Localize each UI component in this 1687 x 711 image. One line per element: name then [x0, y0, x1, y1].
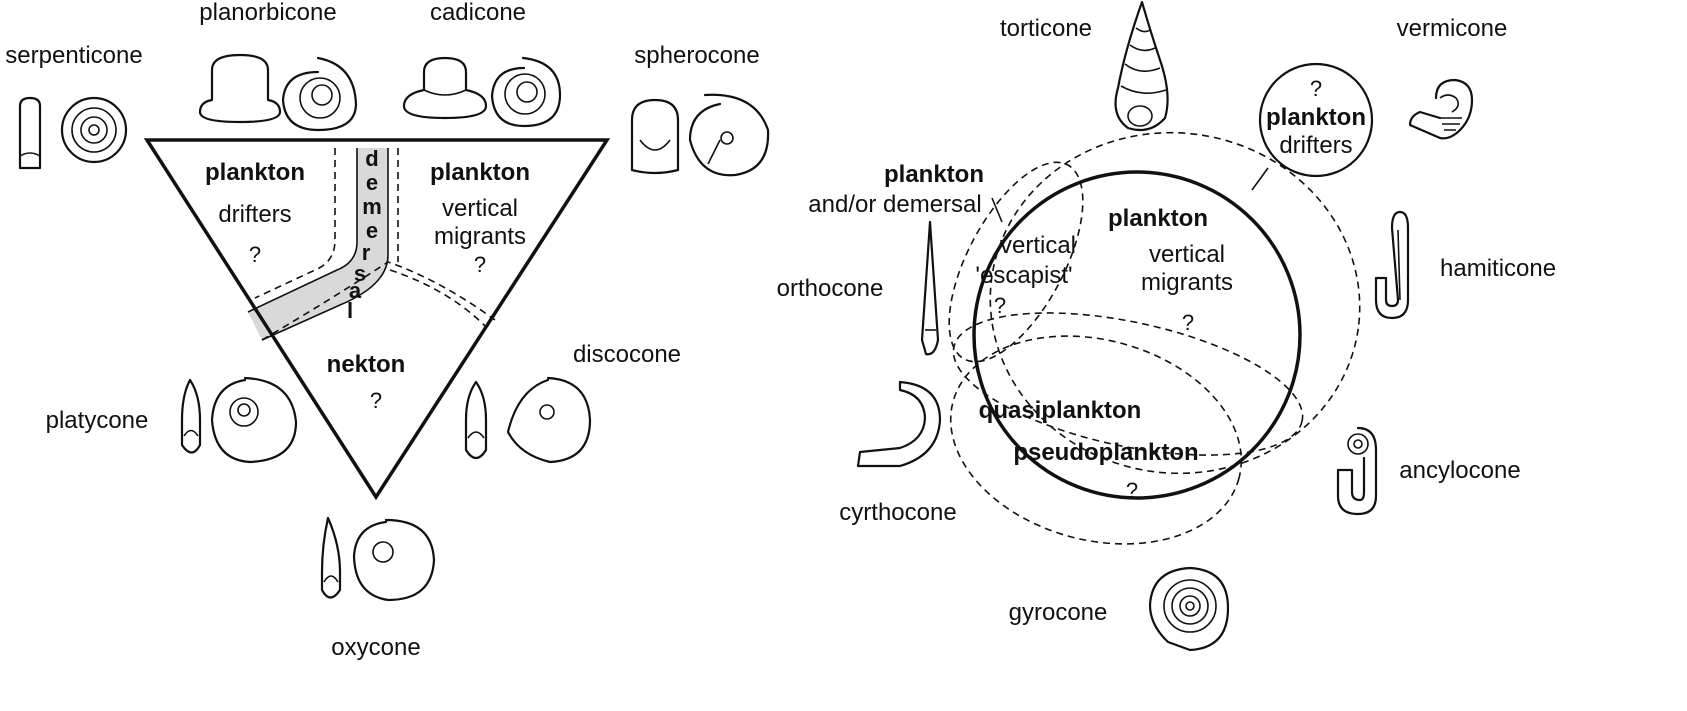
zone-quasiplankton-title: quasiplankton: [979, 397, 1142, 424]
morphotype-torticone-label: torticone: [1000, 15, 1092, 42]
zone-plankton-migrants-sub2: migrants: [434, 223, 526, 250]
outer-plankton-drifters-ellipse: [989, 131, 1361, 475]
demersal-band: [247, 148, 399, 341]
zone-nekton-q: ?: [370, 388, 382, 413]
torticone-shell-icon: [1114, 0, 1169, 132]
escapist-ellipse: [948, 161, 1084, 363]
zone-circle-plankton-sub2: migrants: [1141, 269, 1233, 296]
oxycone-shell-icon: [320, 516, 436, 602]
cadicone-shell-icon: [402, 56, 562, 128]
morphotype-cadicone-label: cadicone: [430, 0, 526, 26]
demersal-letter: e: [366, 170, 378, 195]
zone-pseudoplankton-q: ?: [1126, 478, 1138, 503]
morphotype-hamiticone-label: hamiticone: [1440, 255, 1556, 282]
nekton-boundary: [261, 261, 496, 341]
circle-diagram: ? plankton drifters plankton and/or deme…: [777, 0, 1556, 652]
zone-plankton-drifters-title: plankton: [205, 159, 305, 186]
pseudoplankton-ellipse: [949, 335, 1243, 545]
demersal-letter: l: [347, 298, 353, 323]
demersal-letter: s: [354, 261, 366, 286]
zone-escapist-line2: 'escapist': [975, 262, 1072, 289]
demersal-letter: a: [349, 278, 362, 303]
ancylocone-shell-icon: [1336, 426, 1378, 516]
zone-drifters-q: ?: [1310, 76, 1322, 101]
morphotype-vermicone-label: vermicone: [1397, 15, 1508, 42]
zone-plankton-demersal-sub: and/or demersal: [808, 191, 981, 218]
spherocone-shell-icon: [630, 93, 770, 177]
orthocone-shell-icon: [920, 220, 940, 356]
platycone-shell-icon: [180, 376, 298, 464]
hamiticone-shell-icon: [1374, 210, 1410, 320]
morphotype-platycone-label: platycone: [46, 407, 149, 434]
serpenticone-shell-icon: [18, 96, 128, 170]
gyrocone-shell-icon: [1148, 566, 1230, 652]
migrants-boundary: [389, 269, 488, 329]
zone-escapist-q: ?: [994, 293, 1006, 318]
zone-drifters-title: plankton: [1266, 104, 1366, 131]
planorbicone-shell-icon: [198, 53, 358, 132]
demersal-letter: e: [366, 218, 378, 243]
morphotype-gyrocone-label: gyrocone: [1009, 599, 1108, 626]
demersal-letter: r: [362, 240, 371, 265]
morphotype-spherocone-label: spherocone: [634, 42, 759, 69]
morphotype-oxycone-label: oxycone: [331, 634, 420, 661]
cyrthocone-shell-icon: [856, 380, 942, 468]
zone-pseudoplankton-title: pseudoplankton: [1013, 439, 1198, 466]
demersal-letter: d: [365, 146, 378, 171]
plankton-demersal-pointer: [991, 197, 1003, 223]
triangle-outline: [143, 138, 611, 501]
zone-escapist-line1: vertical: [1000, 232, 1076, 259]
morphotype-planorbicone-label: planorbicone: [199, 0, 336, 26]
vermicone-shell-icon: [1408, 78, 1474, 140]
triangle-diagram: plankton drifters ? d e m e r s a l plan…: [5, 0, 770, 661]
quasiplankton-ellipse: [952, 312, 1304, 456]
demersal-letters: d e m e r s a l: [347, 146, 382, 323]
drifters-circle: [1258, 62, 1374, 178]
main-circle: [972, 170, 1302, 500]
demersal-letter: m: [362, 194, 382, 219]
zone-circle-plankton-q: ?: [1182, 310, 1194, 335]
morphotype-orthocone-label: orthocone: [777, 275, 884, 302]
zone-circle-plankton-title: plankton: [1108, 205, 1208, 232]
zone-plankton-demersal-title: plankton: [884, 161, 984, 188]
discocone-shell-icon: [464, 376, 592, 464]
zone-plankton-drifters-q: ?: [249, 242, 261, 267]
morphotype-ancylocone-label: ancylocone: [1399, 457, 1520, 484]
morphotype-discocone-label: discocone: [573, 341, 681, 368]
zone-drifters-sub: drifters: [1279, 132, 1352, 159]
zone-plankton-drifters-sub: drifters: [218, 201, 291, 228]
drifters-connector: [1251, 167, 1269, 191]
zone-plankton-migrants-title: plankton: [430, 159, 530, 186]
zone-nekton-title: nekton: [327, 351, 406, 378]
zone-circle-plankton-sub1: vertical: [1149, 241, 1225, 268]
morphotype-cyrthocone-label: cyrthocone: [839, 499, 956, 526]
morphotype-serpenticone-label: serpenticone: [5, 42, 142, 69]
zone-plankton-migrants-q: ?: [474, 252, 486, 277]
zone-plankton-migrants-sub1: vertical: [442, 195, 518, 222]
